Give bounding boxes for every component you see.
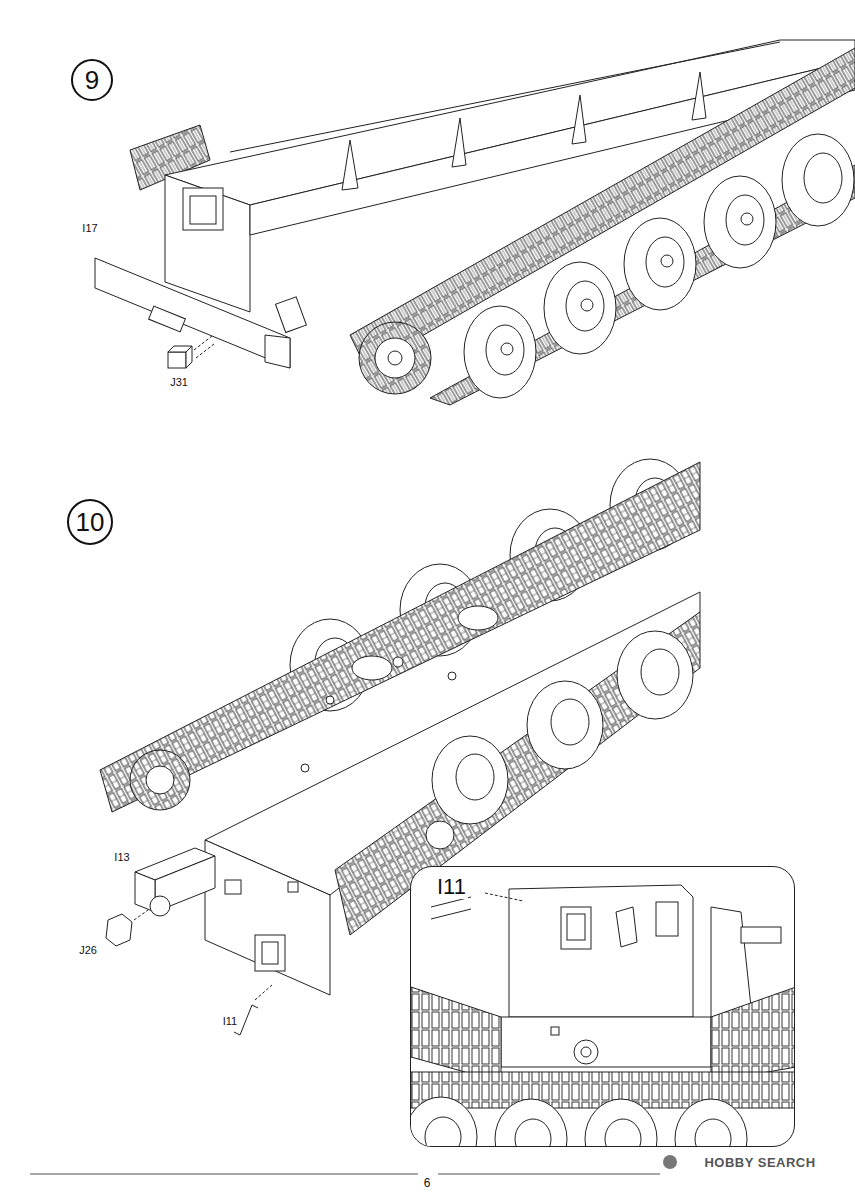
part-number: J26 (78, 944, 98, 956)
watermark: HOBBY SEARCH (703, 1156, 816, 1170)
step-number: 10 (67, 499, 113, 545)
step-number-text: 10 (76, 509, 105, 535)
part-number: I11 (222, 1015, 238, 1027)
step-number: 9 (71, 59, 113, 101)
part-number: I13 (113, 851, 130, 863)
step-number-text: 9 (85, 67, 99, 93)
page-number: 6 (423, 1177, 432, 1190)
detail-inset: I11 (410, 866, 795, 1147)
inset-illustration (411, 867, 795, 1147)
part-number: I17 (81, 222, 98, 234)
part-number: I11 (435, 875, 468, 899)
part-number: J31 (169, 376, 189, 388)
